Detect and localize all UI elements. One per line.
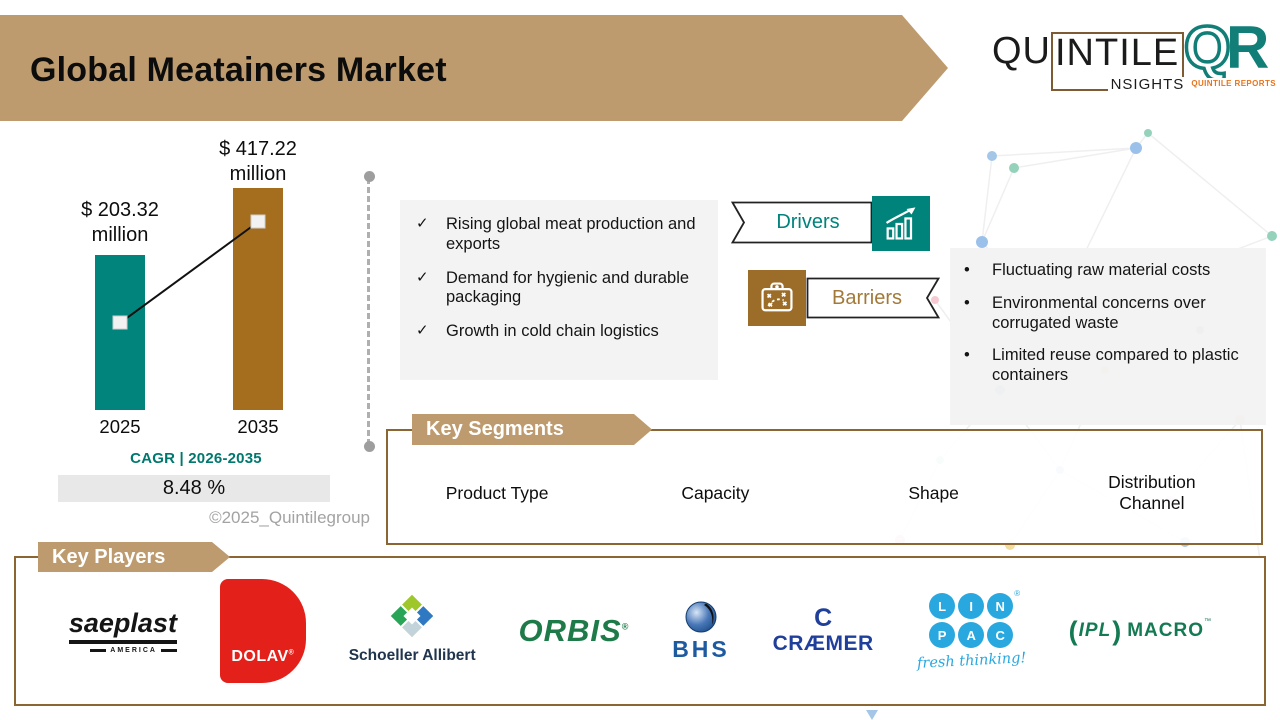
logo-orbis: ORBIS® — [518, 613, 630, 648]
trend-marker-2035 — [250, 214, 266, 229]
check-icon: ✓ — [416, 268, 429, 286]
bullet-icon: • — [964, 293, 970, 312]
dolav-red-shape: DOLAV® — [219, 579, 306, 683]
segment-capacity: Capacity — [681, 482, 750, 503]
bullet-icon: • — [964, 346, 970, 365]
barriers-ribbon: Barriers — [806, 277, 941, 319]
value-label-2025: $ 203.32 million — [81, 199, 159, 246]
watermark: ©2025_Quintilegroup — [209, 508, 370, 527]
key-segments-banner: Key Segments — [412, 414, 652, 445]
market-size-chart: $ 203.32 million $ 417.22 million 2025 2… — [40, 135, 370, 555]
logo-dolav: DOLAV® — [219, 579, 306, 683]
linpac-tagline: fresh thinking! — [916, 650, 1027, 672]
segment-distribution-channel: Distribution Channel — [1108, 472, 1196, 513]
logo-linpac: L I N P A C ® fresh thinking! — [916, 589, 1027, 672]
drivers-ribbon: Drivers — [730, 201, 873, 244]
drivers-panel: ✓ Rising global meat production and expo… — [400, 200, 718, 380]
growth-chart-icon — [872, 196, 930, 251]
barriers-ribbon-label: Barriers — [831, 286, 902, 309]
x-tick-2035: 2035 — [237, 416, 279, 437]
strategy-clipboard-icon — [748, 270, 806, 326]
check-icon: ✓ — [416, 322, 429, 340]
logo-frame: INTILE NSIGHTS — [1051, 32, 1185, 92]
logo-saeplast: saeplast AMERICA — [68, 608, 177, 654]
logo-text: QU — [992, 30, 1051, 72]
driver-item: ✓ Growth in cold chain logistics — [416, 322, 659, 341]
quintile-reports-logo: Q R QUINTILE REPORTS — [1182, 12, 1276, 108]
barrier-item: • Limited reuse compared to plastic cont… — [964, 346, 1239, 385]
cagr-label: CAGR | 2026-2035 — [130, 450, 262, 467]
segment-shape: Shape — [908, 482, 959, 503]
key-segments-box: Product Type Capacity Shape Distribution… — [386, 429, 1263, 545]
svg-text:R: R — [1226, 16, 1269, 78]
svg-text:Q: Q — [1184, 16, 1231, 78]
logo-craemer: C CRÆMER — [772, 604, 874, 656]
driver-item: ✓ Rising global meat production and expo… — [416, 215, 696, 253]
driver-item: ✓ Demand for hygienic and durable packag… — [416, 268, 690, 307]
cagr-value-box: 8.48 % — [58, 475, 330, 502]
logo-bhs: BHS — [672, 600, 730, 663]
value-label-2035: $ 417.22 million — [219, 138, 297, 185]
drivers-ribbon-label: Drivers — [776, 211, 840, 233]
barrier-item: • Fluctuating raw material costs — [964, 261, 1211, 279]
barriers-panel: • Fluctuating raw material costs • Envir… — [950, 248, 1266, 425]
quintile-insights-logo: QU INTILE NSIGHTS — [992, 30, 1185, 106]
x-tick-2025: 2025 — [99, 416, 141, 437]
barrier-item: • Environmental concerns over corrugated… — [964, 293, 1206, 332]
bhs-sphere-icon — [685, 601, 717, 632]
trendline — [112, 214, 266, 330]
key-players-box: saeplast AMERICA DOLAV® Schoeller Allibe… — [14, 556, 1266, 706]
linpac-circles: L I N P A C ® — [929, 589, 1020, 648]
qr-monogram: Q R — [1182, 12, 1269, 83]
segment-product-type: Product Type — [445, 482, 549, 503]
check-icon: ✓ — [416, 215, 429, 232]
logo-schoeller-allibert: Schoeller Allibert — [349, 594, 476, 665]
trend-marker-2025 — [112, 315, 128, 330]
schoeller-cube-icon — [390, 594, 434, 638]
page-title: Global Meatainers Market — [30, 51, 447, 89]
qr-caption: QUINTILE REPORTS — [1191, 79, 1276, 88]
logo-ipl-macro: (IPL) MACRO ™ — [1068, 615, 1211, 646]
dashed-divider — [364, 171, 375, 452]
bullet-icon: • — [964, 261, 970, 279]
key-players-banner: Key Players — [38, 542, 230, 572]
bar-2025 — [95, 255, 145, 410]
header-banner: Global Meatainers Market — [0, 15, 948, 121]
